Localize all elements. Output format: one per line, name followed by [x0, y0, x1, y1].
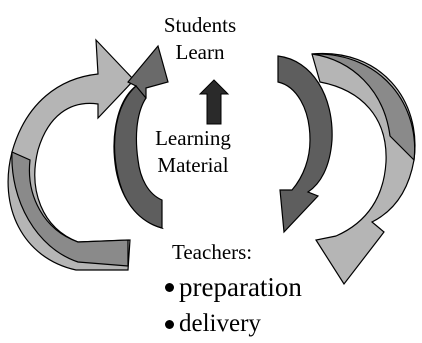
teachers-bullet-list: preparation delivery: [165, 270, 302, 342]
right-outer-curved-arrow: [311, 52, 416, 286]
bullet-dot-icon: [165, 319, 174, 329]
teachers-heading: Teachers:: [172, 240, 253, 264]
students-learn-label: Students Learn: [150, 12, 250, 66]
right-inner-curved-arrow: [277, 55, 333, 234]
left-inner-arrow-body: [113, 85, 163, 229]
center-up-arrow: [198, 79, 230, 125]
learning-material-line1: Learning: [155, 126, 231, 150]
bullet-text-delivery: delivery: [179, 310, 261, 337]
learning-material-label: Learning Material: [134, 125, 252, 179]
bullet-dot-icon: [165, 282, 174, 292]
bullet-item-delivery: delivery: [165, 306, 302, 342]
left-outer-arrow-shadow: [11, 151, 129, 267]
students-learn-line1: Students: [163, 13, 237, 37]
learning-material-line2: Material: [157, 153, 229, 177]
bullet-item-preparation: preparation: [165, 270, 302, 304]
students-learn-line2: Learn: [175, 40, 225, 64]
right-outer-arrow-shadow: [311, 53, 416, 162]
bullet-text-preparation: preparation: [179, 271, 302, 302]
